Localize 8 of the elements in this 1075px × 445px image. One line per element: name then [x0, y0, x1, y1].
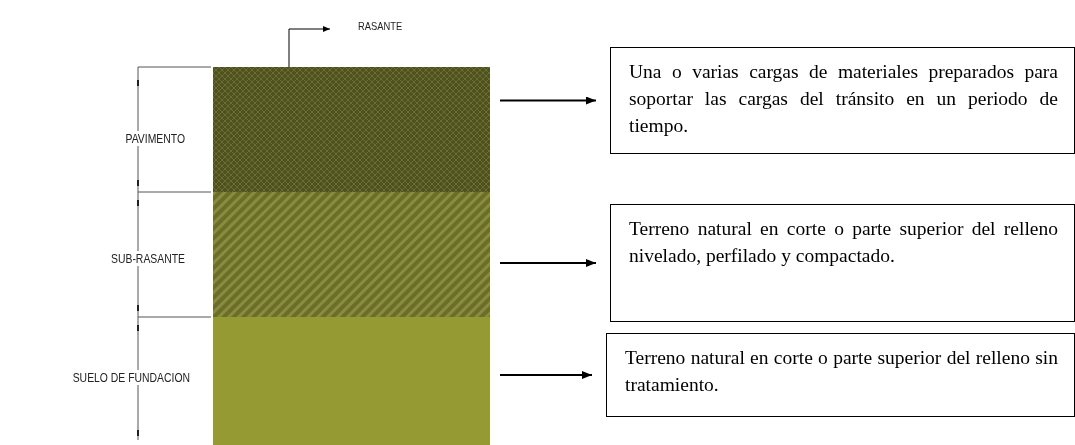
arrow	[499, 259, 597, 267]
rasante-label: RASANTE	[358, 20, 426, 38]
leader-arrow	[288, 26, 331, 68]
arrow	[499, 96, 597, 105]
arrow	[499, 371, 593, 379]
description-box: Terreno natural en corte o parte superior del relleno sin tratamiento.	[606, 333, 1075, 417]
description-box: Terreno natural en corte o parte superior del relleno nivelado, perfilado y compactado.	[610, 204, 1075, 322]
description-box: Una o varias cargas de materiales preparados para soportar las cargas del tránsito en un periodo de tiempo.	[610, 47, 1075, 154]
